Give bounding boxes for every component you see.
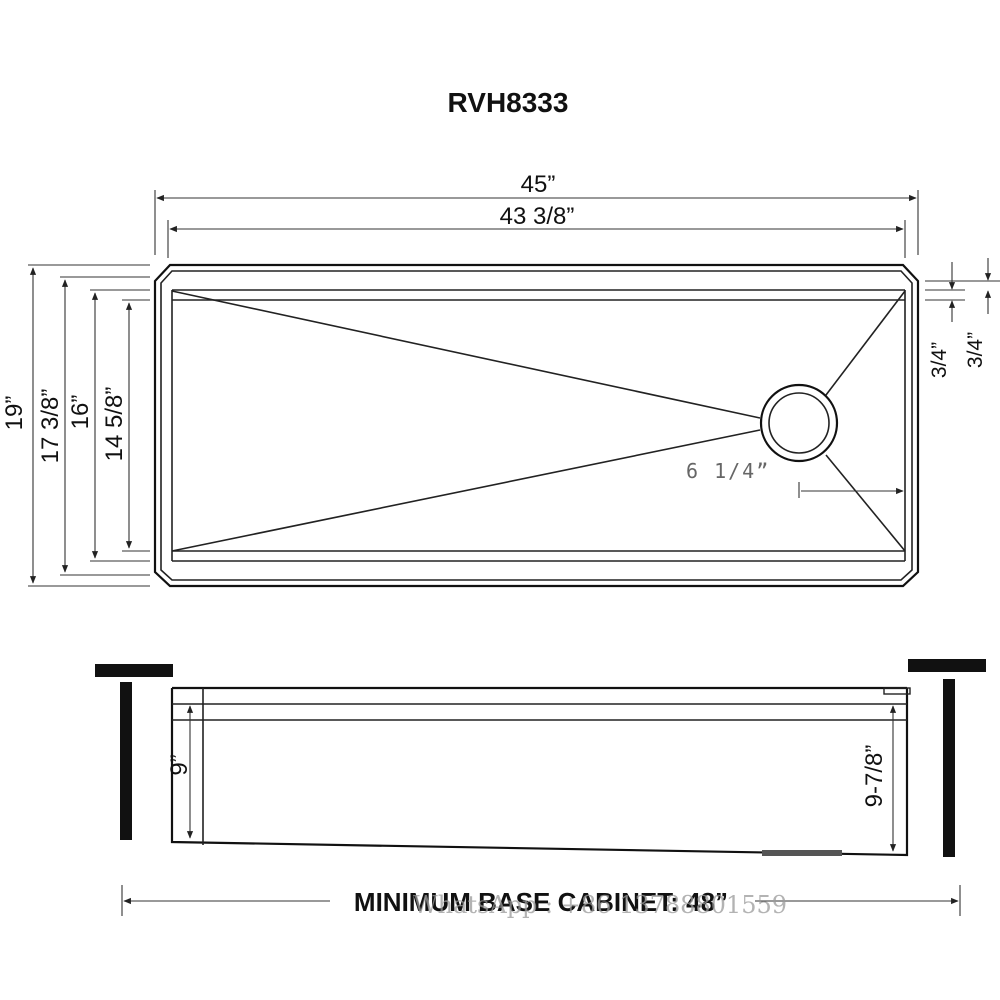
model-title: RVH8333 — [448, 87, 569, 118]
cabinet-wall-right — [943, 679, 955, 857]
width-17-3-8-label: 17 3/8” — [37, 389, 64, 464]
drain-outlet — [762, 850, 842, 856]
top-view: 45” 43 3/8” 6 1/4” 19” — [1, 171, 1000, 588]
front-depth-label: 9” — [166, 754, 193, 775]
width-16-label: 16” — [67, 395, 94, 430]
drain-offset-label: 6 1/4” — [686, 459, 770, 483]
inner-length-label: 43 3/8” — [500, 203, 575, 230]
drain-inner-ring — [768, 392, 830, 454]
rear-depth-label: 9-7/8” — [861, 745, 888, 808]
ledge-a-label: 3/4” — [928, 342, 951, 378]
sink-outer-outline — [153, 263, 920, 588]
side-view: 9” 9-7/8” MINIMUM BASE CABINET: 48” What… — [95, 659, 986, 919]
ledge-b-label: 3/4” — [964, 332, 987, 368]
watermark-text: WhatsApp : +86 13788801559 — [413, 891, 787, 919]
slope-line-top-left — [171, 290, 761, 419]
width-14-5-8-label: 14 5/8” — [101, 387, 128, 462]
sink-inner-outline — [160, 270, 913, 581]
cabinet-wall-left — [120, 682, 132, 840]
sink-body-outline — [170, 688, 909, 857]
overall-width-label: 19” — [1, 396, 28, 431]
rear-flange — [883, 687, 911, 695]
minimum-base-cabinet-label: MINIMUM BASE CABINET: 48” — [354, 887, 728, 917]
countertop-left — [95, 664, 173, 677]
countertop-right — [908, 659, 986, 672]
drain-outer-ring — [759, 383, 839, 463]
slope-line-bottom-right — [825, 454, 906, 552]
slope-line-bottom-left — [171, 429, 761, 552]
slope-line-top-right — [825, 290, 906, 396]
overall-length-label: 45” — [521, 171, 556, 198]
